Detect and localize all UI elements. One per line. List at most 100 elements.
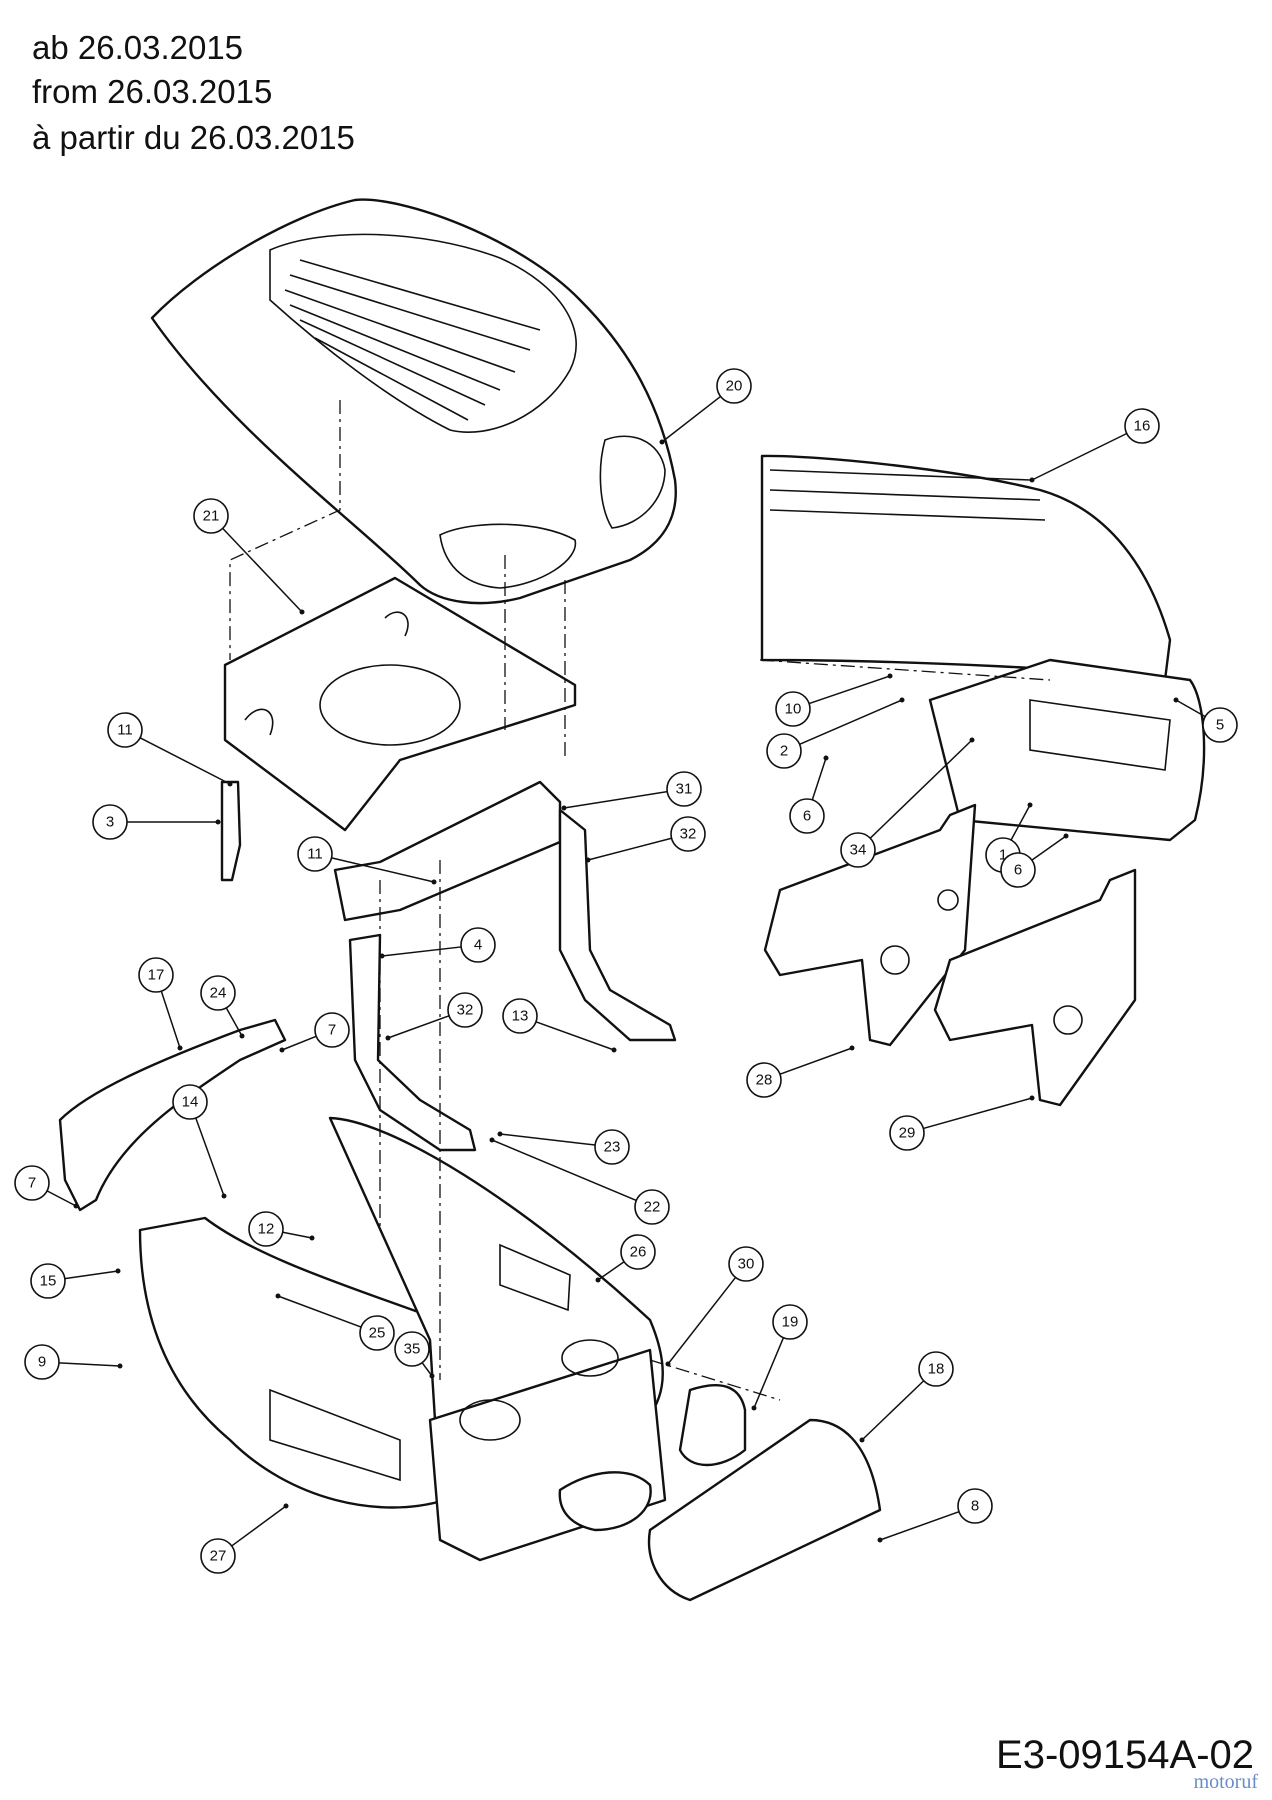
callout-circle: [772, 1304, 808, 1340]
part-callout-28: 28: [746, 1045, 855, 1098]
callout-number: 10: [785, 701, 802, 718]
callout-circle: [670, 816, 706, 852]
callout-leader-line: [491, 1139, 637, 1202]
callout-leader-line: [587, 837, 672, 861]
callout-circle: [297, 836, 333, 872]
callout-number: 14: [182, 1094, 199, 1111]
validity-date-en: from 26.03.2015: [32, 73, 273, 110]
validity-date-fr: à partir du 26.03.2015: [32, 119, 355, 156]
callout-number: 30: [738, 1256, 755, 1273]
callout-leader-tip: [969, 737, 975, 743]
callout-number: 1: [999, 847, 1007, 864]
callout-circle: [502, 998, 538, 1034]
callout-number: 5: [1216, 717, 1224, 734]
callout-leader-tip: [385, 1035, 391, 1041]
callout-leader-tip: [859, 1437, 865, 1443]
callout-circle: [918, 1351, 954, 1387]
callout-number: 8: [971, 1498, 979, 1515]
part-callout-8: 8: [877, 1488, 993, 1543]
part-callout-13: 13: [502, 998, 617, 1053]
part-callout-24: 24: [200, 975, 245, 1039]
callout-number: 12: [258, 1221, 275, 1238]
callout-leader-tip: [751, 1405, 757, 1411]
callout-leader-tip: [497, 1131, 503, 1137]
callout-leader-line: [225, 1007, 243, 1037]
callout-leader-line: [597, 1261, 625, 1281]
callout-leader-line: [160, 990, 181, 1049]
callout-number: 7: [328, 1022, 336, 1039]
part-callout-32: 32: [385, 992, 483, 1041]
callout-leader-line: [64, 1270, 119, 1280]
part-callout-34: 34: [840, 737, 975, 868]
callout-circle: [447, 992, 483, 1028]
callout-number: 6: [1014, 862, 1022, 879]
callout-leader-tip: [659, 439, 665, 445]
callout-circle: [1202, 707, 1238, 743]
part-callout-35: 35: [394, 1331, 435, 1379]
callout-number: 34: [850, 842, 867, 859]
part-callout-10: 10: [775, 673, 893, 727]
callout-leader-line: [753, 1337, 785, 1409]
callout-leader-tip: [379, 953, 385, 959]
callout-leader-tip: [275, 1293, 281, 1299]
callout-leader-line: [1031, 432, 1128, 481]
callout-leader-tip: [239, 1033, 245, 1039]
callout-leader-line: [139, 737, 231, 785]
callout-circle: [594, 1129, 630, 1165]
dashboard-panel-part: [223, 576, 577, 832]
callout-leader-tip: [665, 1361, 671, 1367]
callout-circle: [728, 1246, 764, 1282]
part-callout-25: 25: [275, 1293, 395, 1351]
callout-circle: [1000, 852, 1036, 888]
callout-circle: [775, 691, 811, 727]
callout-leader-line: [808, 675, 891, 705]
part-callout-11: 11: [107, 712, 233, 787]
callout-circle: [200, 975, 236, 1011]
validity-date-de: ab 26.03.2015: [32, 29, 244, 66]
part-callout-27: 27: [200, 1503, 289, 1574]
callout-number: 19: [782, 1314, 799, 1331]
callout-leader-line: [282, 1231, 313, 1239]
callout-leader-line: [811, 757, 827, 801]
callout-leader-line: [281, 1035, 317, 1051]
callout-circle: [14, 1165, 50, 1201]
part-callout-30: 30: [665, 1246, 764, 1367]
callout-leader-tip: [215, 819, 221, 825]
part-callout-31: 31: [561, 771, 702, 811]
part-callout-20: 20: [659, 368, 752, 445]
callout-number: 22: [644, 1199, 661, 1216]
callout-number: 13: [512, 1008, 529, 1025]
side-support-plates-part: [763, 803, 1137, 1107]
callout-number: 7: [28, 1175, 36, 1192]
callout-circle: [716, 368, 752, 404]
callout-number: 27: [210, 1548, 227, 1565]
callout-number: 6: [803, 808, 811, 825]
callout-leader-tip: [877, 1537, 883, 1543]
callout-leader-line: [222, 527, 303, 613]
callout-leader-tip: [299, 609, 305, 615]
callout-leader-tip: [429, 1373, 435, 1379]
callout-leader-tip: [221, 1193, 227, 1199]
callout-leader-tip: [899, 697, 905, 703]
callout-leader-line: [1031, 835, 1067, 861]
callout-leader-tip: [309, 1235, 315, 1241]
callout-leader-line: [563, 790, 668, 809]
callout-leader-tip: [595, 1277, 601, 1283]
callout-leader-line: [421, 1362, 433, 1377]
callout-leader-line: [667, 1276, 737, 1365]
part-callout-5: 5: [1173, 697, 1238, 743]
callout-leader-tip: [279, 1047, 285, 1053]
part-callout-29: 29: [889, 1095, 1035, 1151]
callout-circle: [193, 498, 229, 534]
callout-leader-line: [661, 395, 722, 443]
callout-leader-tip: [611, 1047, 617, 1053]
callout-number: 11: [307, 846, 323, 863]
callout-circle: [634, 1189, 670, 1225]
callout-leader-tip: [1029, 477, 1035, 483]
callout-number: 25: [369, 1325, 386, 1342]
callout-circle: [314, 1012, 350, 1048]
callout-circle: [107, 712, 143, 748]
callout-leader-line: [277, 1295, 362, 1328]
callout-leader-line: [1175, 699, 1206, 718]
